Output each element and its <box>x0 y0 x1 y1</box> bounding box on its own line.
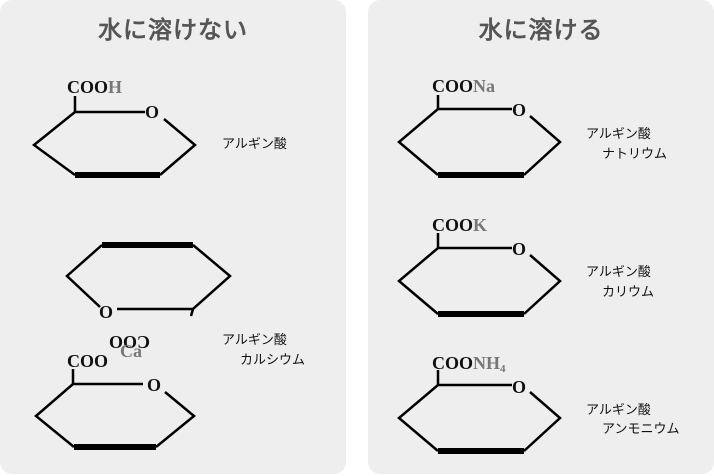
svg-text:COOH: COOH <box>67 77 122 97</box>
sodium-ion-label: Na <box>473 76 495 96</box>
calcium-alginate-lower-ring-oxygen: O <box>147 375 161 395</box>
ammonium-alginate-ring <box>397 370 562 454</box>
calcium-alginate-lower-ring <box>34 369 196 450</box>
calcium-alginate-upper-ring-oxygen: O <box>99 302 113 322</box>
alginic-acid-name: アルギン酸 <box>222 137 287 152</box>
sodium-alginate-ring-oxygen: O <box>512 100 526 120</box>
sodium-alginate-name-line1: アルギン酸 <box>586 127 651 142</box>
potassium-alginate-name-line2: カリウム <box>602 285 655 300</box>
potassium-alginate-name-line1: アルギン酸 <box>586 265 651 280</box>
calcium-alginate-lower-coo-label: COO <box>67 351 108 371</box>
alginic-acid-ring <box>31 96 197 178</box>
ammonium-ion-label: NH <box>473 353 500 373</box>
svg-text:COONa: COONa <box>432 76 495 96</box>
insoluble-title: 水に溶けない <box>98 16 248 44</box>
ammonium-alginate-name-line2: アンモニウム <box>602 422 680 437</box>
ammonium-alginate-coo-label: COO <box>432 353 473 373</box>
sodium-alginate-coo-label: COO <box>432 76 473 96</box>
alginic-acid-coo-label: COO <box>67 77 108 97</box>
svg-text:COOK: COOK <box>432 215 487 235</box>
calcium-ion-label: Ca <box>120 341 142 361</box>
calcium-alginate-name-line2: カルシウム <box>240 353 306 368</box>
alginic-acid-h-label: H <box>108 77 122 97</box>
ammonium-alginate-name-line1: アルギン酸 <box>586 403 651 418</box>
sodium-alginate-name-line2: ナトリウム <box>602 147 668 162</box>
potassium-alginate-ring-oxygen: O <box>512 239 526 259</box>
ammonium-subscript: 4 <box>500 363 506 375</box>
potassium-ion-label: K <box>473 215 487 235</box>
potassium-alginate-coo-label: COO <box>432 215 473 235</box>
calcium-alginate-upper-coo-label: COO <box>109 332 150 352</box>
calcium-alginate-upper-ring <box>65 242 232 317</box>
alginic-acid-ring-oxygen: O <box>145 102 159 122</box>
insoluble-panel: 水に溶けない <box>0 0 346 474</box>
ammonium-alginate-ring-oxygen: O <box>512 377 526 397</box>
soluble-title: 水に溶ける <box>478 16 604 44</box>
potassium-alginate-ring <box>397 233 562 317</box>
svg-text:COONH4: COONH4 <box>432 353 506 375</box>
calcium-alginate-name-line1: アルギン酸 <box>222 333 287 348</box>
sodium-alginate-ring <box>397 95 562 178</box>
